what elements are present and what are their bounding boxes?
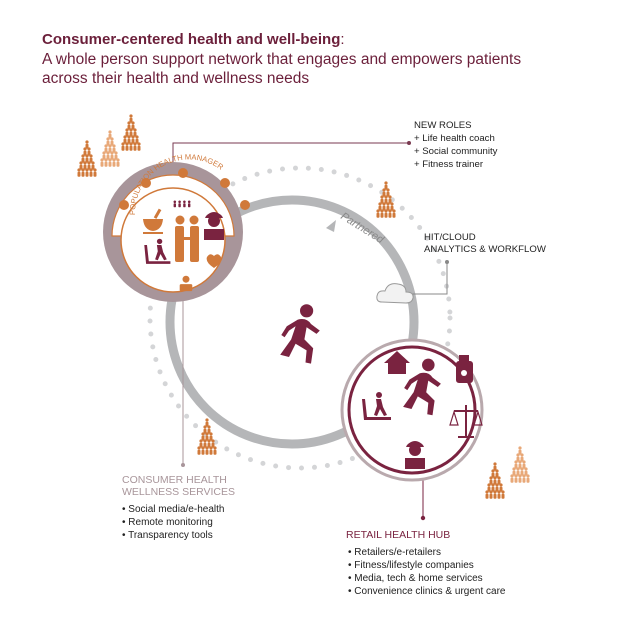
- retail-hub-item: • Convenience clinics & urgent care: [348, 586, 506, 597]
- people-pyramid-icon: [121, 114, 140, 150]
- new-role-item: + Social community: [414, 146, 498, 157]
- scales-icon: [449, 405, 483, 438]
- node-dots: [119, 168, 250, 210]
- people-pyramid-icon: [77, 140, 96, 176]
- subtitle-line-2: across their health and wellness needs: [42, 70, 309, 87]
- new-roles-heading: NEW ROLES: [414, 120, 472, 131]
- retail-hub-item: • Retailers/e-retailers: [348, 547, 441, 558]
- consumer-health-item: • Social media/e-health: [122, 504, 224, 515]
- connector-dot: [420, 515, 426, 521]
- retail-hub-item: • Media, tech & home services: [348, 573, 483, 584]
- subtitle-line-1: A whole person support network that enga…: [42, 51, 521, 68]
- population-health-manager-hub: POPULATION HEALTH MANAGER: [103, 152, 250, 302]
- people-pyramid-icon: [197, 418, 216, 454]
- people-pyramid-icon: [100, 130, 119, 166]
- home-icon: [384, 351, 410, 374]
- retail-hub-heading: RETAIL HEALTH HUB: [346, 529, 450, 541]
- mortar-pestle-rx-icon: [143, 208, 163, 234]
- retail-health-hub: [340, 338, 484, 482]
- connector-dot: [445, 260, 449, 264]
- center-runner-icon: [280, 304, 320, 364]
- hit-cloud-label: HIT/CLOUD: [424, 232, 476, 243]
- new-roles-connector: [172, 142, 409, 172]
- new-role-item: + Life health coach: [414, 133, 495, 144]
- consumer-health-heading: CONSUMER HEALTH: [122, 474, 227, 486]
- analytics-workflow-label: ANALYTICS & WORKFLOW: [424, 244, 547, 255]
- retail-hub-item: • Fitness/lifestyle companies: [348, 560, 474, 571]
- pill-bottle-icon: [456, 355, 473, 383]
- people-pyramid-icon: [510, 446, 529, 482]
- heart-hands-icon: [206, 254, 222, 268]
- arrow-head-icon: [326, 220, 336, 232]
- connector-dot: [407, 141, 411, 145]
- hit-connector: [412, 262, 448, 295]
- people-pyramid-icon: [485, 462, 504, 498]
- handshake-doctors-icon: [175, 215, 199, 262]
- consumer-health-heading-2: WELLNESS SERVICES: [122, 486, 235, 498]
- nurse-icon: [179, 275, 193, 292]
- connector-dot: [181, 463, 185, 467]
- title-heading: Consumer-centered health and well-being:: [42, 31, 345, 48]
- dotted-partner-ring: [147, 165, 453, 471]
- gray-cycle-ring: [165, 195, 419, 449]
- consumer-health-item: • Transparency tools: [122, 530, 213, 541]
- cloud-icon: [376, 283, 414, 304]
- consumer-health-item: • Remote monitoring: [122, 517, 213, 528]
- new-role-item: + Fitness trainer: [414, 159, 484, 170]
